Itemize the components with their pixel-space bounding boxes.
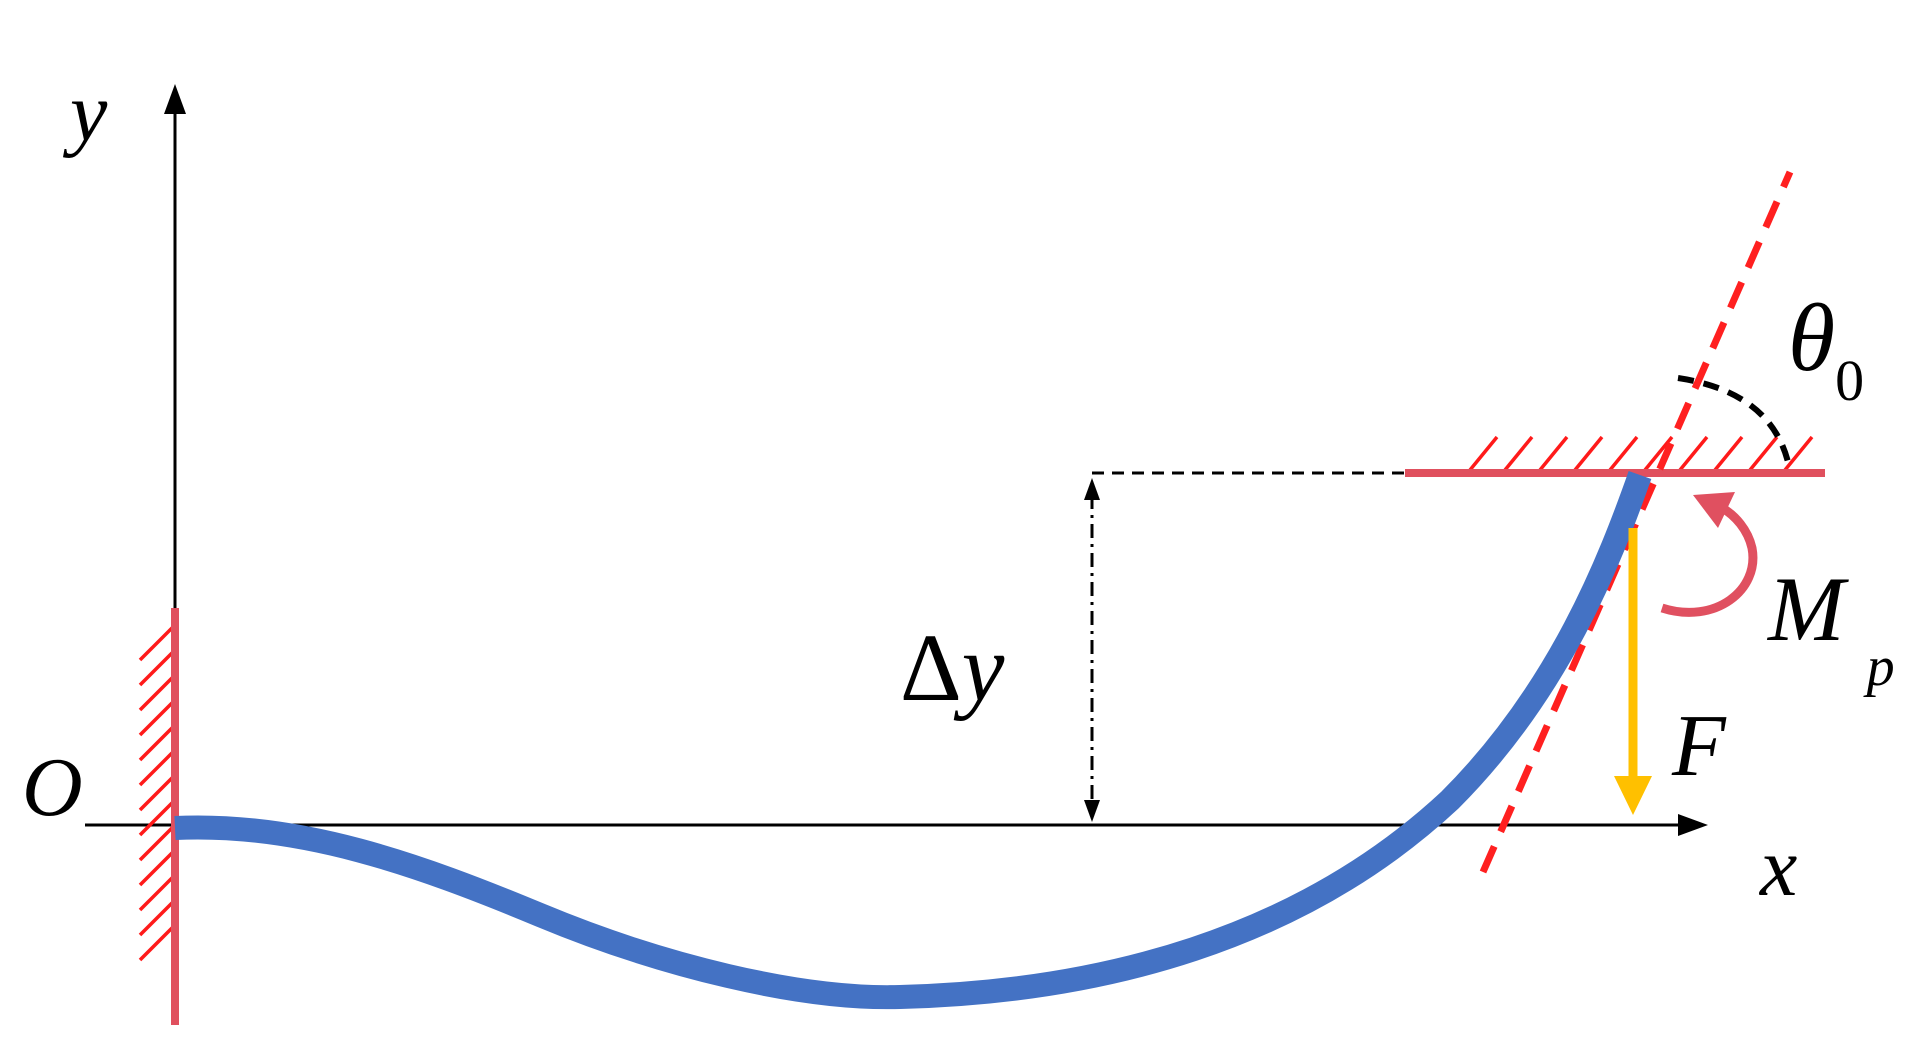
delta-y-arrow-bottom	[1084, 800, 1100, 822]
x-axis-label: x	[1758, 821, 1797, 914]
theta-angle-arc	[1677, 375, 1791, 463]
tangent-line	[1479, 170, 1794, 874]
left-wall-hatching	[138, 623, 177, 962]
moment-arrowhead	[1693, 492, 1735, 528]
theta-label: θ0	[1788, 284, 1864, 413]
force-arrowhead	[1614, 776, 1652, 815]
delta-y-arrow-top	[1084, 478, 1100, 500]
force-label: F	[1671, 698, 1727, 795]
right-wall-hatching	[1468, 435, 1814, 472]
y-axis-label: y	[62, 66, 108, 159]
x-axis-arrowhead	[1678, 814, 1708, 836]
origin-label: O	[22, 741, 83, 834]
moment-arrow-curve	[1660, 504, 1758, 617]
deflected-beam	[174, 471, 1652, 1010]
moment-label: Mp	[1766, 558, 1895, 698]
delta-y-label: Δy	[900, 614, 1005, 721]
y-axis-arrowhead	[164, 84, 186, 114]
